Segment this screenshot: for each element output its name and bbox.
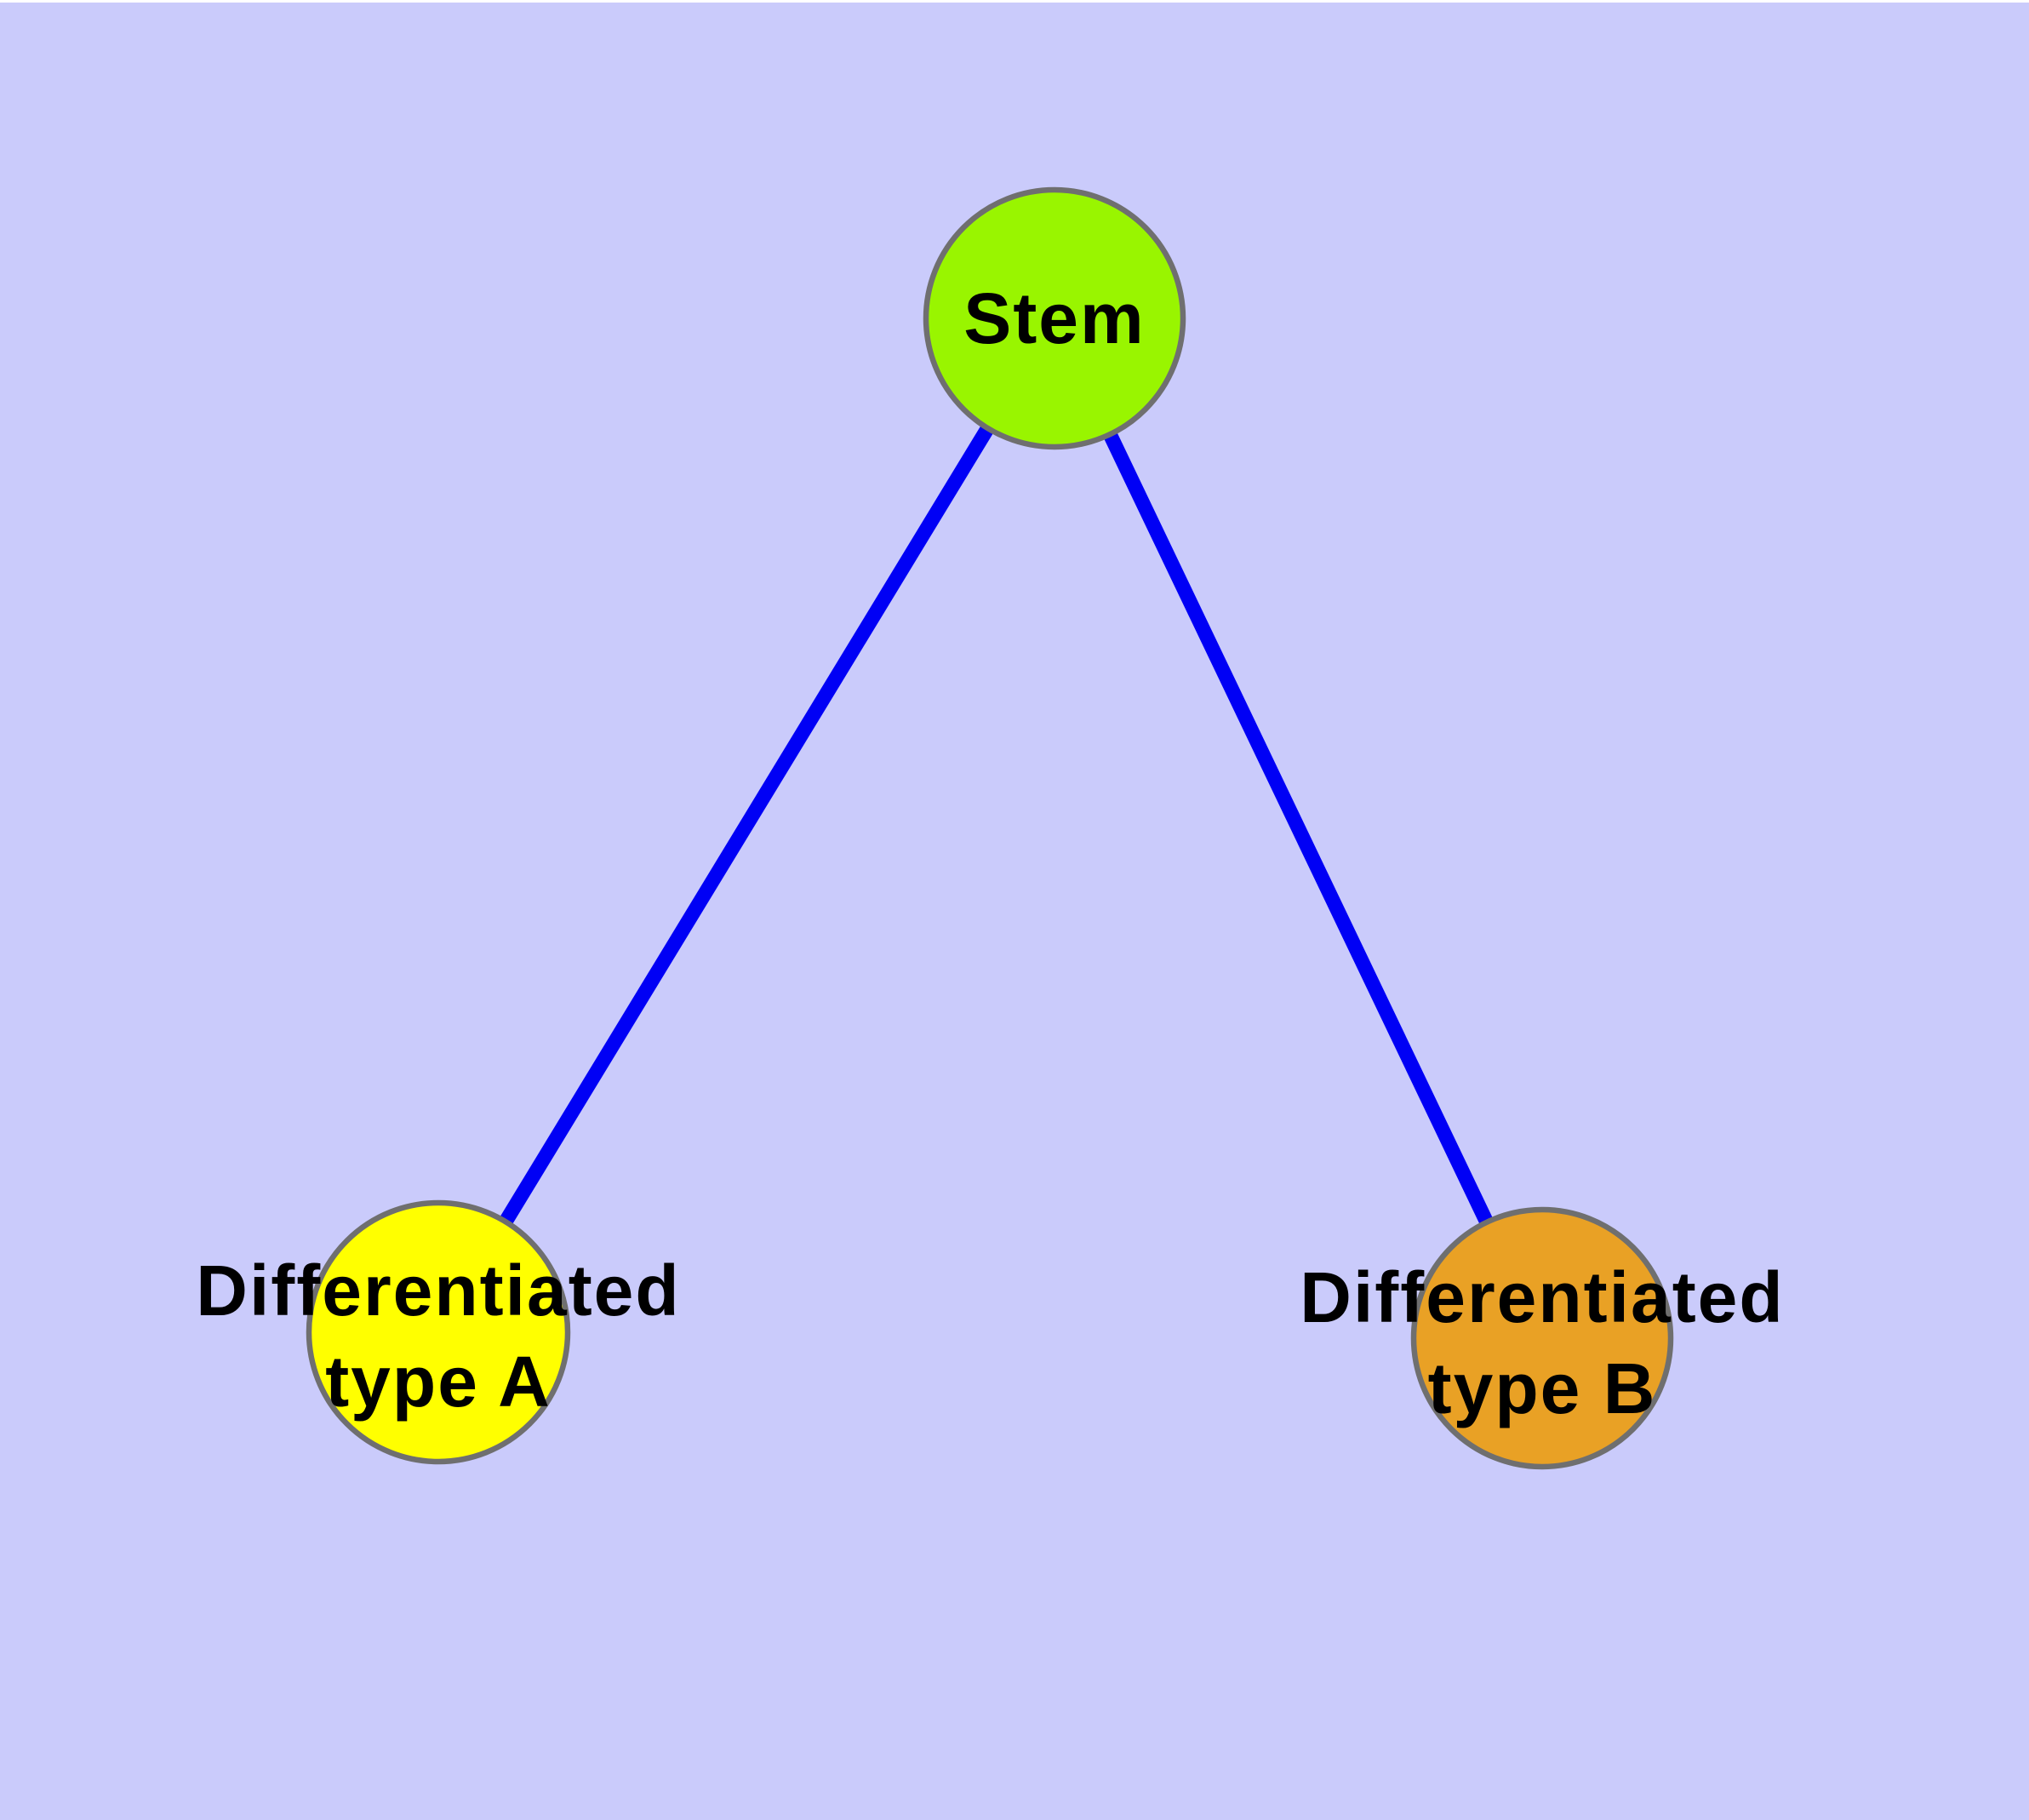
- type-b-node-label-line1: Differentiated: [1300, 1257, 1784, 1337]
- edge-stem-to-type-b: [1048, 315, 1549, 1342]
- type-a-node-label-line2: type A: [325, 1342, 552, 1422]
- type-a-node-label-line1: Differentiated: [196, 1251, 680, 1331]
- type-b-node-label-line2: type B: [1428, 1348, 1657, 1428]
- stem-node-circle[interactable]: [923, 186, 1186, 450]
- stem-node-label: Stem: [963, 278, 1145, 358]
- node-stem[interactable]: Stem: [923, 186, 1186, 450]
- node-differentiated-type-a[interactable]: Differentiated type A: [196, 1199, 680, 1465]
- edge-stem-to-type-a: [432, 314, 1061, 1336]
- type-b-node-circle[interactable]: [1410, 1206, 1674, 1470]
- node-differentiated-type-b[interactable]: Differentiated type B: [1300, 1206, 1784, 1470]
- type-a-node-circle[interactable]: [306, 1199, 571, 1465]
